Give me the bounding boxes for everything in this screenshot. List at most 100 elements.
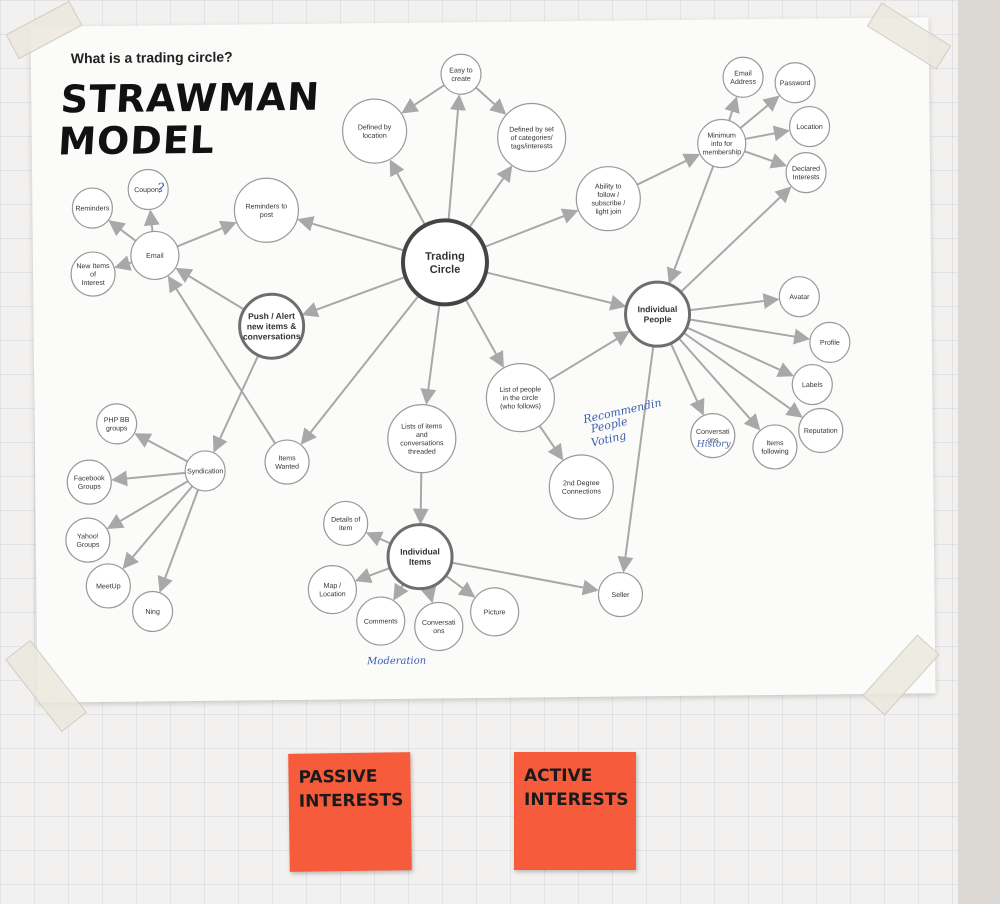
node-labels: Labels [791, 363, 833, 406]
arrow-individual-people-to-labels [686, 326, 795, 377]
node-facebook-groups: FacebookGroups [66, 459, 112, 505]
node-label: DeclaredInterests [792, 166, 820, 182]
node-syndication: Syndication [184, 450, 226, 492]
node-circle [575, 166, 641, 232]
node-circle [798, 407, 844, 454]
node-minimum-info: Minimuminfo formembership [697, 118, 747, 169]
node-items-following: Itemsfollowing [752, 424, 798, 470]
node-label: New ItemsofInterest [76, 263, 110, 287]
node-comments: Comments [356, 596, 406, 646]
node-label: Labels [802, 382, 823, 389]
node-yahoo-groups: Yahoo!Groups [65, 517, 111, 563]
node-circle [323, 500, 369, 547]
node-lists-of-items: Lists of itemsandconversationsthreaded [387, 404, 457, 474]
diagram-poster: What is a trading circle? STRAWMAN MODEL… [30, 17, 936, 703]
node-details-of-item: Details ofitem [323, 500, 369, 547]
node-trading-circle: TradingCircle [400, 218, 489, 307]
node-circle [132, 590, 174, 633]
node-circle [356, 596, 406, 646]
node-label: Defined by setof categories/tags/interes… [509, 126, 554, 150]
node-label: Minimuminfo formembership [702, 132, 741, 156]
node-label: IndividualItems [400, 546, 440, 567]
arrow-email-to-reminders [108, 220, 137, 242]
node-label: Lists of itemsandconversationsthreaded [400, 423, 444, 456]
node-reputation: Reputation [798, 407, 844, 454]
arrow-individual-items-to-seller [451, 561, 599, 596]
node-label: Defined bylocation [358, 124, 392, 140]
node-meetup: MeetUp [85, 563, 131, 609]
note-history: History [696, 439, 731, 450]
node-individual-items: IndividualItems [386, 523, 454, 591]
node-label: MeetUp [96, 583, 121, 590]
node-email-address: EmailAddress [722, 56, 764, 98]
sticky-active-line1: ACTIVE [524, 766, 593, 786]
sticky-active-line2: INTERESTS [524, 790, 629, 810]
arrow-trading-circle-to-lists-of-items [420, 303, 441, 405]
node-circle [400, 218, 489, 307]
arrow-trading-circle-to-reminders-to-post [297, 216, 405, 252]
node-seller: Seller [597, 571, 644, 618]
node-circle [66, 459, 112, 505]
arrow-syndication-to-php-bb [134, 433, 188, 463]
node-circle [548, 454, 614, 520]
arrow-individual-people-to-items-following [677, 337, 761, 431]
node-label: Map /Location [319, 583, 346, 599]
node-circle [597, 571, 644, 618]
node-circle [307, 564, 357, 615]
node-list-of-people: List of peoplein the circle(who follows) [485, 363, 555, 433]
arrow-trading-circle-to-list-of-people [464, 298, 504, 368]
arrow-syndication-to-meetup [122, 485, 194, 570]
node-label: Location [796, 124, 823, 131]
node-label: Seller [611, 592, 630, 599]
arrow-trading-circle-to-ability-to-follow [483, 208, 579, 249]
node-label: Comments [364, 618, 398, 625]
arrow-syndication-to-yahoo-groups [106, 480, 189, 529]
node-circle [752, 424, 798, 470]
arrow-individual-people-to-reputation [683, 331, 803, 418]
node-circle [85, 563, 131, 609]
node-label: Details ofitem [331, 517, 360, 533]
node-circle [774, 62, 816, 104]
arrow-minimum-info-to-location [745, 125, 790, 142]
arrow-individual-items-to-comments [393, 582, 409, 601]
node-label: FacebookGroups [74, 475, 105, 491]
node-circle [624, 280, 692, 348]
wall-edge [958, 0, 1000, 904]
node-ability-to-follow: Ability tofollow /subscribe /light join [575, 166, 641, 232]
node-circle [71, 187, 113, 229]
arrow-lists-of-items-to-individual-items [412, 472, 429, 525]
node-label: Password [780, 80, 811, 87]
node-label: 2nd DegreeConnections [562, 480, 602, 496]
node-label: Email [146, 253, 164, 260]
node-map-location: Map /Location [307, 564, 357, 615]
arrow-trading-circle-to-easy-to-create [447, 94, 466, 221]
node-label: List of peoplein the circle(who follows) [499, 386, 541, 410]
arrow-syndication-to-ning [157, 489, 200, 593]
node-circle [414, 601, 464, 652]
node-label: Ability tofollow /subscribe /light join [591, 183, 625, 216]
node-easy-to-create: Easy tocreate [440, 53, 482, 95]
node-label: Avatar [789, 294, 810, 301]
sticky-passive-line1: PASSIVE [298, 766, 378, 788]
arrow-trading-circle-to-defined-by-location [389, 159, 427, 226]
node-circle [791, 363, 833, 406]
node-label: ItemsWanted [275, 455, 299, 471]
arrow-syndication-to-facebook-groups [111, 470, 186, 487]
node-picture: Picture [470, 587, 520, 637]
note-moderation: Moderation [367, 655, 427, 668]
node-circle [387, 404, 457, 474]
coupons-question-mark: ? [157, 181, 165, 197]
node-password: Password [774, 62, 816, 104]
node-defined-by-location: Defined bylocation [341, 98, 408, 164]
node-defined-by-categories: Defined by setof categories/tags/interes… [497, 102, 567, 173]
node-circle [70, 251, 116, 297]
node-individual-people: IndividualPeople [624, 280, 692, 348]
arrow-list-of-people-to-second-degree [538, 425, 564, 461]
node-label: Yahoo!Groups [76, 533, 100, 549]
node-new-items-of-interest: New ItemsofInterest [70, 251, 116, 297]
node-push-alert: Push / Alertnew items &conversations [238, 292, 306, 360]
arrow-trading-circle-to-push-alert [301, 275, 406, 318]
node-label: Coupons [134, 187, 163, 194]
node-circle [184, 450, 226, 492]
